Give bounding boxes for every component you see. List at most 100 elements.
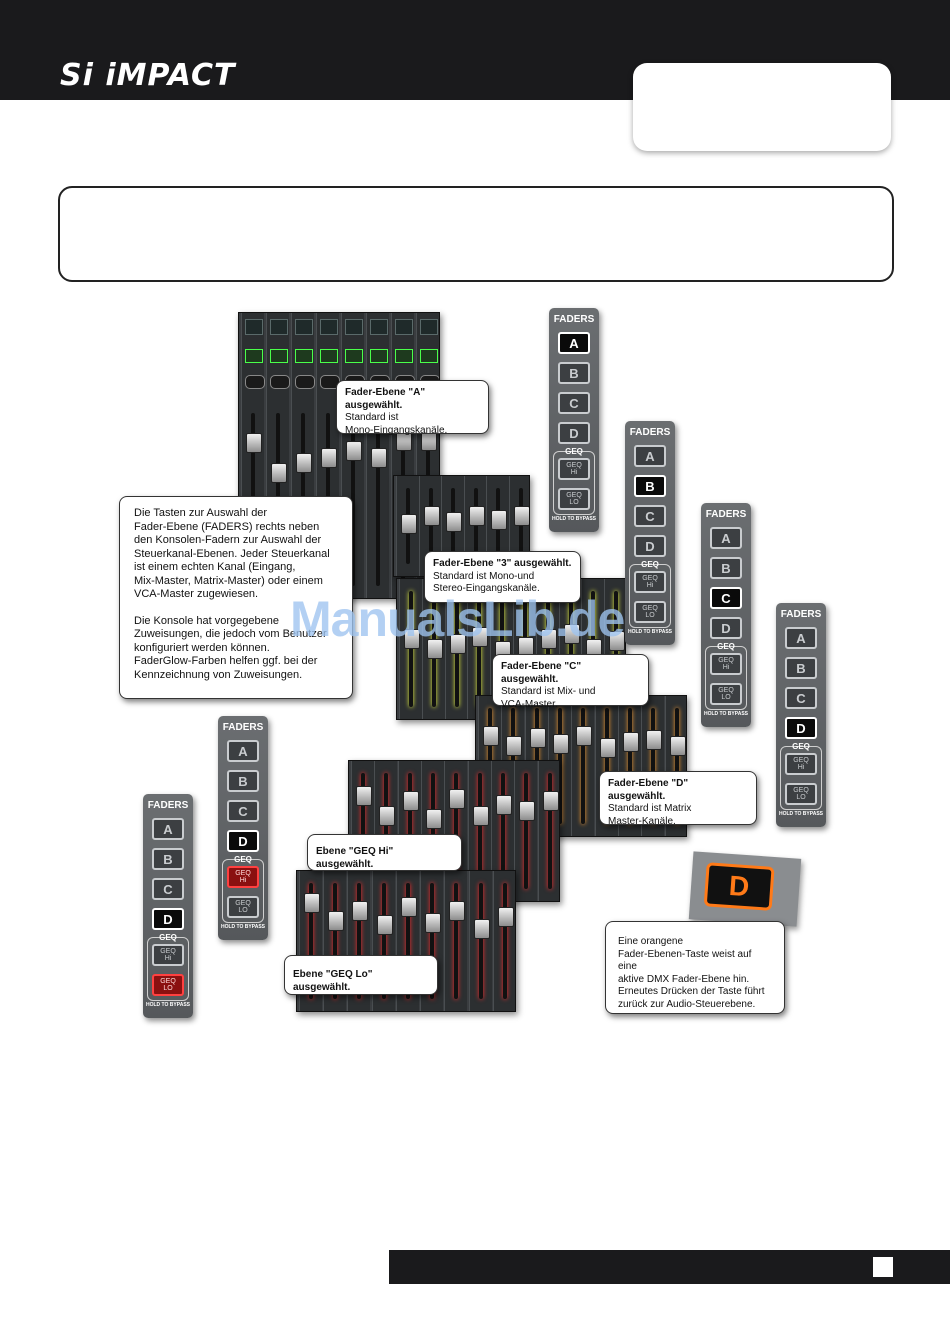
fader-cap[interactable] [540, 629, 557, 649]
layer-c-button[interactable]: C [785, 687, 817, 709]
layer-b-button[interactable]: B [227, 770, 259, 792]
channel-on-button[interactable] [245, 349, 263, 363]
fader-cap[interactable] [609, 631, 625, 651]
fader-cap[interactable] [449, 901, 466, 921]
channel-on-button[interactable] [320, 349, 338, 363]
fader-cap[interactable] [304, 893, 320, 913]
fader-cap[interactable] [519, 801, 536, 821]
fader-cap[interactable] [576, 726, 593, 746]
layer-c-button[interactable]: C [227, 800, 259, 822]
channel-on-button[interactable] [395, 349, 413, 363]
fader-cap[interactable] [376, 915, 393, 935]
layer-c-button[interactable]: C [152, 878, 184, 900]
fader-cap[interactable] [446, 512, 462, 532]
layer-b-button[interactable]: B [558, 362, 590, 384]
layer-b-button[interactable]: B [785, 657, 817, 679]
channel-on-button[interactable] [420, 349, 438, 363]
fader-cap[interactable] [404, 629, 420, 649]
fader-cap[interactable] [497, 907, 514, 927]
fader-slot [524, 773, 529, 889]
fader-cap[interactable] [506, 736, 523, 756]
fader-cap[interactable] [352, 901, 369, 921]
fader-cap[interactable] [401, 514, 417, 534]
channel-sel-button[interactable] [270, 375, 290, 389]
fader-cap[interactable] [542, 791, 559, 811]
channel-sel-button[interactable] [295, 375, 315, 389]
fader-cap[interactable] [483, 726, 499, 746]
fader-cap[interactable] [669, 736, 686, 756]
fader-cap[interactable] [553, 734, 569, 754]
layer-c-button[interactable]: C [710, 587, 742, 609]
fader-cap[interactable] [623, 732, 639, 752]
channel-on-button[interactable] [295, 349, 313, 363]
fader-cap[interactable] [371, 448, 387, 468]
fader-cap[interactable] [321, 448, 337, 468]
layer-a-button[interactable]: A [558, 332, 590, 354]
layer-a-button[interactable]: A [152, 818, 184, 840]
fader-slot [351, 413, 355, 586]
fader-cap[interactable] [472, 627, 489, 647]
fader-cap[interactable] [449, 634, 466, 654]
fader-cap[interactable] [400, 897, 417, 917]
fader-cap[interactable] [296, 453, 312, 473]
channel-on-button[interactable] [345, 349, 363, 363]
layer-b-button[interactable]: B [152, 848, 184, 870]
fader-cap[interactable] [449, 789, 466, 809]
layer-d-button[interactable]: D [785, 717, 817, 739]
fader-cap[interactable] [423, 506, 440, 526]
fader-cap[interactable] [563, 624, 580, 644]
watermark: ManualsLib.de [290, 591, 625, 647]
layer-d-button[interactable]: D [710, 617, 742, 639]
layer-a-button[interactable]: A [227, 740, 259, 762]
fader-cap[interactable] [346, 441, 362, 461]
fader-cap[interactable] [646, 730, 663, 750]
fader-cap[interactable] [599, 738, 616, 758]
fader-cap[interactable] [473, 919, 490, 939]
layer-d-button[interactable]: D [152, 908, 184, 930]
layer-c-button[interactable]: C [558, 392, 590, 414]
layer-b-button[interactable]: B [634, 475, 666, 497]
fader-cap[interactable] [513, 506, 529, 526]
channel-on-button[interactable] [270, 349, 288, 363]
fader-cap[interactable] [425, 913, 442, 933]
faders-header: FADERS [780, 609, 822, 620]
fader-cap[interactable] [402, 791, 419, 811]
fader-cap[interactable] [379, 806, 396, 826]
fader-cap[interactable] [496, 795, 512, 815]
channel-sel-button[interactable] [245, 375, 265, 389]
fader-channel-strip [514, 761, 538, 901]
fader-slot [674, 708, 679, 824]
layer-b-button[interactable]: B [710, 557, 742, 579]
layer-d-button[interactable]: D [558, 422, 590, 444]
layer-a-button[interactable]: A [785, 627, 817, 649]
layer-a-button[interactable]: A [710, 527, 742, 549]
fader-cap[interactable] [246, 433, 262, 453]
fader-cap[interactable] [271, 463, 287, 483]
fader-cap[interactable] [472, 806, 489, 826]
channel-on-button[interactable] [370, 349, 388, 363]
layer-d-button[interactable]: D [634, 535, 666, 557]
layer-a-button[interactable]: A [634, 445, 666, 467]
fader-cap[interactable] [529, 728, 546, 748]
fader-cap[interactable] [491, 510, 507, 530]
fader-cap[interactable] [356, 786, 372, 806]
fader-cap[interactable] [426, 809, 442, 829]
fader-cap[interactable] [468, 506, 485, 526]
fader-cap[interactable] [426, 639, 443, 659]
layer-c-button[interactable]: C [634, 505, 666, 527]
layer-d-button[interactable]: D [227, 830, 259, 852]
fader-cap[interactable] [328, 911, 345, 931]
